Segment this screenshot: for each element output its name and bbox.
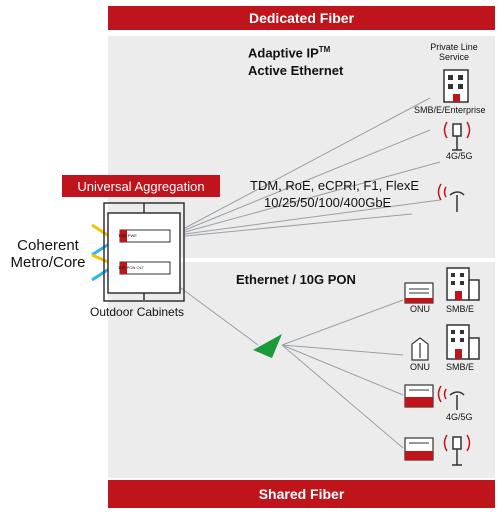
onu-device-icon-4 [404, 437, 434, 461]
protocols-line2: 10/25/50/100/400GbE [264, 195, 392, 210]
onu-device-icon-1 [404, 282, 434, 304]
outdoor-cabinets-label: Outdoor Cabinets [90, 305, 185, 319]
private-line-label-line1: Private Line [430, 42, 478, 52]
trademark-superscript: TM [318, 45, 331, 54]
private-line-label-line2: Service [438, 52, 469, 62]
onu-device-icon-3 [404, 384, 434, 408]
label-4g5g-top: 4G/5G [446, 151, 473, 161]
shared-fiber-label: Shared Fiber [258, 486, 345, 502]
smbe-label-1: SMB/E [446, 304, 475, 314]
small-cell-icon-top [437, 183, 465, 212]
shared-fiber-banner: Shared Fiber [108, 480, 495, 508]
private-line-building-icon [443, 69, 469, 103]
cabinet-card-bottom-label: 10G PON OLT [118, 265, 144, 270]
coherent-metro-core-label: Coherent Metro/Core [4, 237, 92, 271]
onu-device-icon-2 [411, 337, 429, 361]
universal-aggregation-header: Universal Aggregation [62, 175, 220, 197]
ethernet-pon-title: Ethernet / 10G PON [236, 272, 356, 287]
universal-aggregation-label: Universal Aggregation [77, 178, 205, 194]
smbe-label-2: SMB/E [446, 362, 475, 372]
cell-tower-icon-top [443, 121, 471, 151]
dedicated-fiber-links [184, 97, 441, 237]
pon-splitter-icon [253, 334, 282, 358]
outdoor-cabinet-icon [103, 202, 185, 302]
private-line-label: Private Line Service [428, 42, 480, 62]
small-cell-icon-bottom-1 [437, 385, 465, 410]
adaptive-ip-text: Adaptive IP [248, 45, 319, 61]
smbe-building-icon-2 [446, 324, 480, 360]
dedicated-fiber-label: Dedicated Fiber [248, 10, 355, 26]
cell-tower-icon-bottom [443, 434, 471, 466]
active-ethernet-title: Active Ethernet [248, 63, 344, 78]
onu-label-1: ONU [410, 304, 430, 314]
protocols-line1: TDM, RoE, eCPRI, F1, FlexE [250, 178, 420, 193]
cabinet-card-top-label: TDM PWE [118, 233, 137, 238]
coherent-label-line1: Coherent [17, 237, 79, 254]
coherent-label-line2: Metro/Core [10, 254, 86, 271]
smbe-building-icon-1 [446, 267, 480, 301]
dedicated-fiber-banner: Dedicated Fiber [108, 6, 495, 30]
adaptive-ip-title: Adaptive IPTM [248, 45, 330, 60]
pon-links [281, 299, 404, 449]
smb-enterprise-label: SMB/E/Enterprise [414, 105, 486, 115]
label-4g5g-bottom: 4G/5G [446, 412, 473, 422]
onu-label-2: ONU [410, 362, 430, 372]
